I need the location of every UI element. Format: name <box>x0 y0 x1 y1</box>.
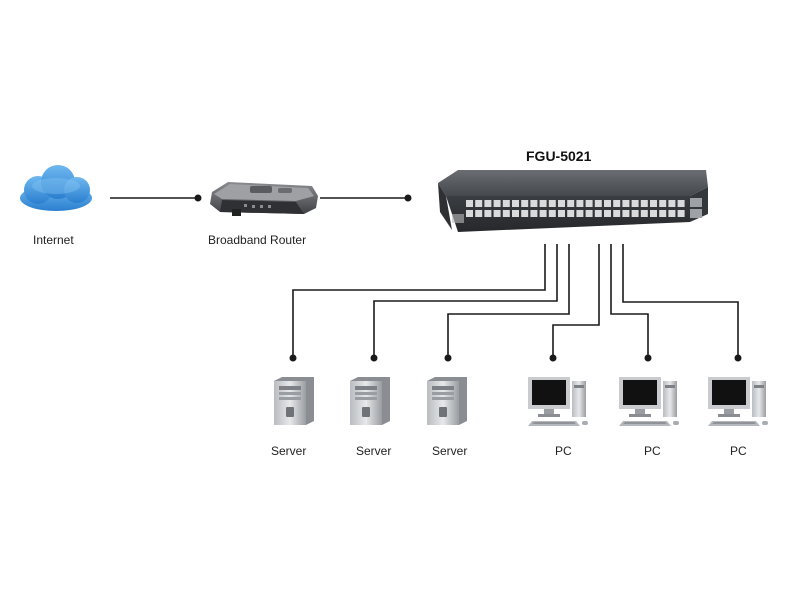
switch-port <box>585 200 593 207</box>
switch-port <box>475 200 483 207</box>
server-label: Server <box>432 444 468 458</box>
switch-port <box>677 200 685 207</box>
switch-port <box>640 200 648 207</box>
server-tower-icon <box>350 377 390 425</box>
switch-port <box>613 210 621 217</box>
switch-port <box>484 210 492 217</box>
switch-port <box>677 210 685 217</box>
switch-port <box>567 200 575 207</box>
switch-port <box>622 200 630 207</box>
switch-port <box>604 200 611 207</box>
server-label: Server <box>356 444 392 458</box>
switch-port <box>548 200 556 207</box>
switch-port <box>622 210 630 217</box>
switch-port <box>512 200 519 207</box>
cloud-icon <box>20 165 92 211</box>
switch-port <box>594 210 602 217</box>
switch-port <box>466 200 473 207</box>
switch-port <box>521 210 529 217</box>
router-label: Broadband Router <box>208 233 307 247</box>
desktop-pc-icon <box>708 377 768 426</box>
switch-port <box>548 210 556 217</box>
switch-port <box>502 210 510 217</box>
router-icon <box>210 182 318 216</box>
switch-port <box>631 210 639 217</box>
server-label: Server <box>271 444 307 458</box>
switch-icon <box>438 170 708 232</box>
switch-device-links <box>292 244 739 357</box>
switch-port <box>512 210 519 217</box>
switch-port <box>631 200 639 207</box>
switch-model-title: FGU-5021 <box>526 148 592 164</box>
pc-label: PC <box>555 444 572 458</box>
switch-port <box>466 210 473 217</box>
switch-port <box>539 210 547 217</box>
pc-label: PC <box>730 444 747 458</box>
switch-port <box>502 200 510 207</box>
switch-port <box>659 200 667 207</box>
pc-label: PC <box>644 444 661 458</box>
desktop-pc-icon <box>619 377 679 426</box>
switch-port <box>558 200 565 207</box>
switch-port <box>585 210 593 217</box>
switch-port <box>650 200 657 207</box>
switch-port <box>576 200 584 207</box>
switch-port <box>558 210 565 217</box>
switch-port <box>475 210 483 217</box>
switch-port <box>530 210 538 217</box>
switch-port <box>493 200 501 207</box>
switch-port <box>659 210 667 217</box>
switch-port <box>640 210 648 217</box>
switch-port <box>576 210 584 217</box>
switch-port <box>668 210 676 217</box>
internet-label: Internet <box>33 233 74 247</box>
switch-port <box>484 200 492 207</box>
internet-router-link <box>110 194 202 202</box>
switch-port <box>530 200 538 207</box>
switch-port <box>567 210 575 217</box>
desktop-pc-icon <box>528 377 588 426</box>
switch-port <box>613 200 621 207</box>
switch-port <box>539 200 547 207</box>
switch-port <box>668 200 676 207</box>
switch-port <box>650 210 657 217</box>
switch-port <box>521 200 529 207</box>
switch-port <box>594 200 602 207</box>
router-switch-link <box>320 194 412 202</box>
switch-port <box>604 210 611 217</box>
switch-port <box>493 210 501 217</box>
server-tower-icon <box>427 377 467 425</box>
server-tower-icon <box>274 377 314 425</box>
link-endpoints <box>289 354 742 362</box>
